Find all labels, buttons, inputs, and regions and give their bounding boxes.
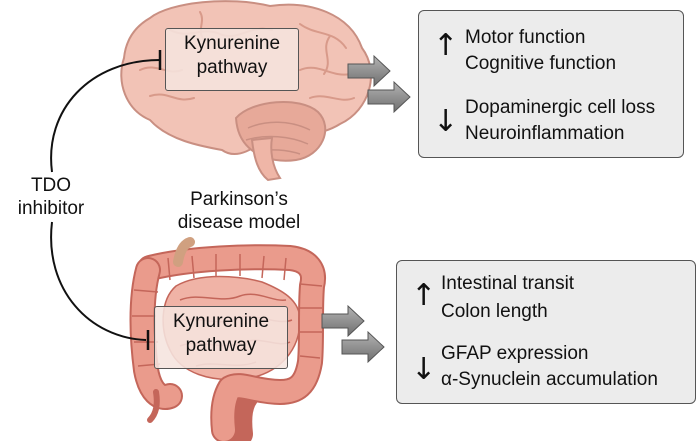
brain-increased-2: Cognitive function [465,53,617,74]
gut-decreased-1: GFAP expression [441,343,589,364]
gut-increased-2: Colon length [441,301,548,322]
arrow-gut-2 [341,330,385,364]
brain-increased-1: Motor function [465,27,586,48]
brain-kynurenine-pathway-box: Kynurenine pathway [165,28,299,91]
brain-pathway-line1: Kynurenine [183,33,281,54]
brain-decreased-1: Dopaminergic cell loss [465,97,656,118]
gut-pathway-line2: pathway [185,335,257,356]
gut-kynurenine-pathway-box: Kynurenine pathway [154,306,288,369]
brain-pathway-line2: pathway [196,57,268,78]
gut-pathway-line1: Kynurenine [172,311,270,332]
tdo-label-line1: TDO [30,175,72,196]
brain-decreased-2: Neuroinflammation [465,123,625,144]
down-arrow-icon: ↓ [433,104,459,139]
disease-model-line1: Parkinson’s [190,189,288,210]
gut-decreased-2: α-Synuclein accumulation [441,369,658,390]
gut-increased-1: Intestinal transit [441,273,575,294]
disease-model-label: Parkinson’s disease model [154,188,324,234]
gut-outcomes-box: ↑ Intestinal transit Colon length ↓ GFAP… [396,260,696,404]
disease-model-line2: disease model [177,212,301,233]
down-arrow-icon: ↓ [411,352,437,387]
up-arrow-icon: ↑ [433,28,459,63]
tdo-label-line2: inhibitor [17,198,85,219]
inhibition-curve [50,59,161,341]
arrow-gut-1 [321,304,365,338]
tdo-inhibitor-label: TDO inhibitor [6,174,96,220]
arrow-brain-1 [347,54,391,88]
arrow-brain-2 [367,80,411,114]
up-arrow-icon: ↑ [411,278,437,313]
brain-outcomes-box: ↑ Motor function Cognitive function ↓ Do… [418,10,684,158]
